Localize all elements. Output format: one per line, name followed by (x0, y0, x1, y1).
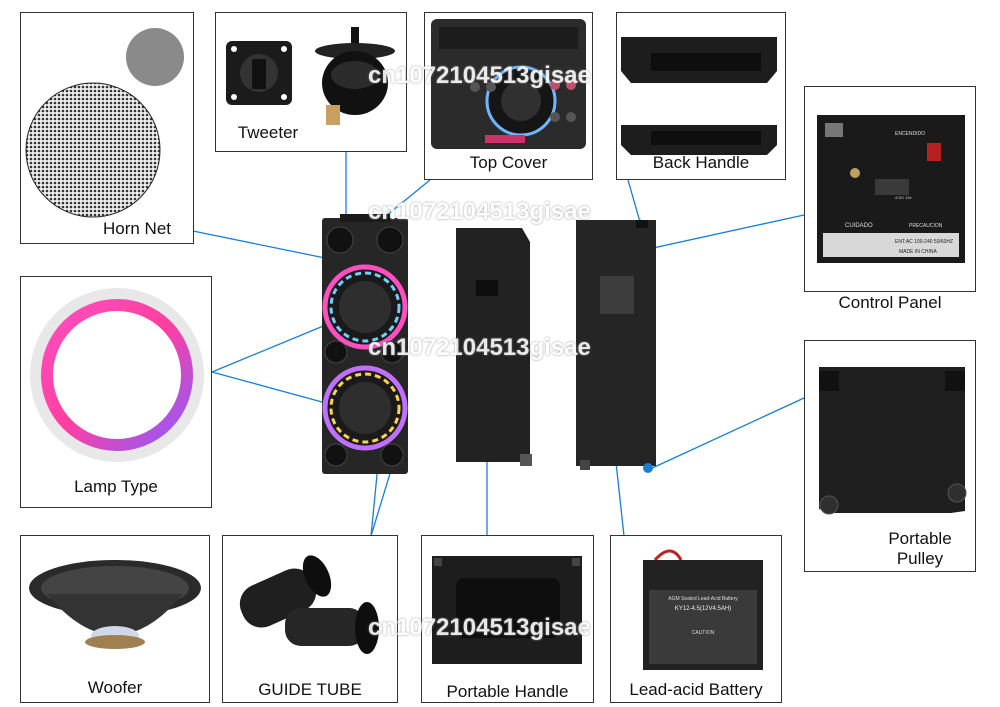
guide-tube-image (239, 555, 379, 654)
portable-handle-box: Portable Handle (421, 535, 594, 703)
encendido-text: ENCENDIDO (895, 131, 925, 137)
watermark: cn1072104513gisae (368, 334, 591, 361)
horn-net-box: Horn Net (20, 12, 194, 244)
guide-tube-box: GUIDE TUBE (222, 535, 398, 703)
tweeter-image (226, 27, 395, 125)
horn-net-image (25, 28, 184, 218)
top-cover-image (431, 19, 586, 149)
watermark: cn1072104513gisae (368, 198, 591, 225)
portable-handle-label: Portable Handle (446, 682, 569, 701)
top-cover-label: Top Cover (469, 153, 548, 172)
battery-box: AGM Sealed Lead-Acid Battery KY12-4.5(12… (610, 535, 782, 703)
cuidado-text: CUIDADO (845, 223, 873, 229)
lamp-type-label: Lamp Type (74, 477, 158, 496)
lamp-type-box: Lamp Type (20, 276, 212, 508)
battery-caution-text: CAUTION (692, 630, 715, 636)
made-in-text: MADE IN CHINA (899, 249, 937, 255)
back-handle-image (621, 37, 777, 155)
guide-tube-label: GUIDE TUBE (258, 680, 362, 699)
precaucion-text: PRECAUCION (909, 223, 943, 229)
battery-image: AGM Sealed Lead-Acid Battery KY12-4.5(12… (643, 549, 763, 670)
dc-text: 4 DC 12v (895, 195, 912, 200)
woofer-image (29, 560, 201, 649)
watermark: cn1072104513gisae (368, 62, 591, 89)
control-panel-image: ENCENDIDO CUIDADO PRECAUCION 4 DC 12v EN… (817, 115, 965, 263)
horn-net-label: Horn Net (102, 219, 172, 238)
battery-brand-text: AGM Sealed Lead-Acid Battery (668, 596, 738, 602)
back-handle-box: Back Handle (616, 12, 786, 180)
portable-pulley-label: Portable Pulley (888, 529, 952, 568)
tweeter-box: Tweeter (215, 12, 407, 152)
lamp-ring-image (30, 288, 204, 462)
watermark: cn1072104513gisae (368, 614, 591, 641)
entac-text: ENT:AC 100-240 50/60HZ (895, 239, 953, 245)
woofer-box: Woofer (20, 535, 210, 703)
control-panel-label: Control Panel (838, 293, 942, 312)
portable-handle-image (432, 556, 582, 664)
back-handle-label: Back Handle (652, 153, 750, 172)
battery-label: Lead-acid Battery (629, 680, 763, 699)
pulley-image (819, 367, 967, 515)
woofer-label: Woofer (87, 678, 143, 697)
control-panel-box: ENCENDIDO CUIDADO PRECAUCION 4 DC 12v EN… (804, 86, 976, 312)
battery-model-text: KY12-4.5(12V4.5AH) (675, 606, 731, 612)
portable-pulley-box: Portable Pulley (804, 340, 976, 572)
top-cover-box: Top Cover (424, 12, 593, 180)
tweeter-label: Tweeter (237, 123, 299, 142)
